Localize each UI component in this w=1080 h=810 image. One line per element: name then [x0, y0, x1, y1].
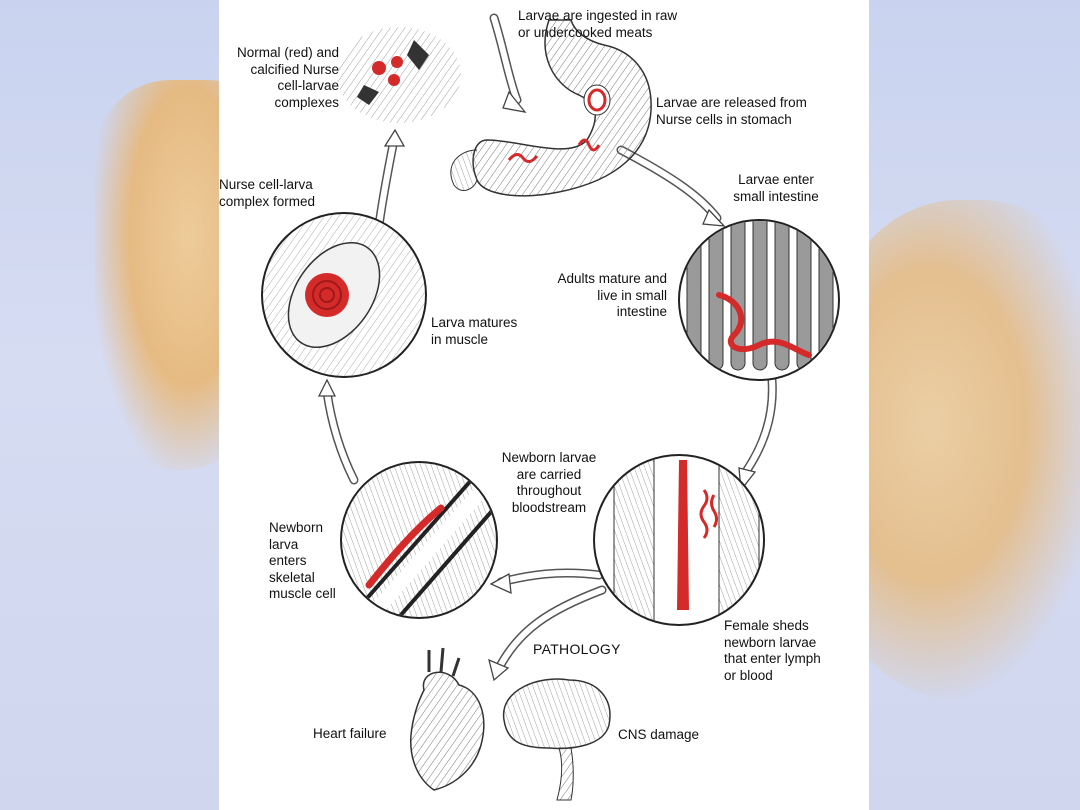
lifecycle-diagram: [261, 13, 840, 801]
label-cns-damage: CNS damage: [618, 727, 700, 742]
background-jellyfish-right: [840, 200, 1080, 700]
label-heart-failure: Heart failure: [313, 726, 387, 741]
stomach-illustration: [450, 19, 652, 197]
intestine-villi-illustration: [678, 219, 840, 381]
blood-vessel-illustration: [593, 454, 765, 626]
nurse-cell-illustration: [261, 212, 427, 378]
brain-illustration: [502, 678, 611, 801]
label-pathology: PATHOLOGY: [533, 641, 621, 657]
calcified-complex-illustration: [337, 27, 461, 123]
heart-illustration: [410, 647, 485, 791]
